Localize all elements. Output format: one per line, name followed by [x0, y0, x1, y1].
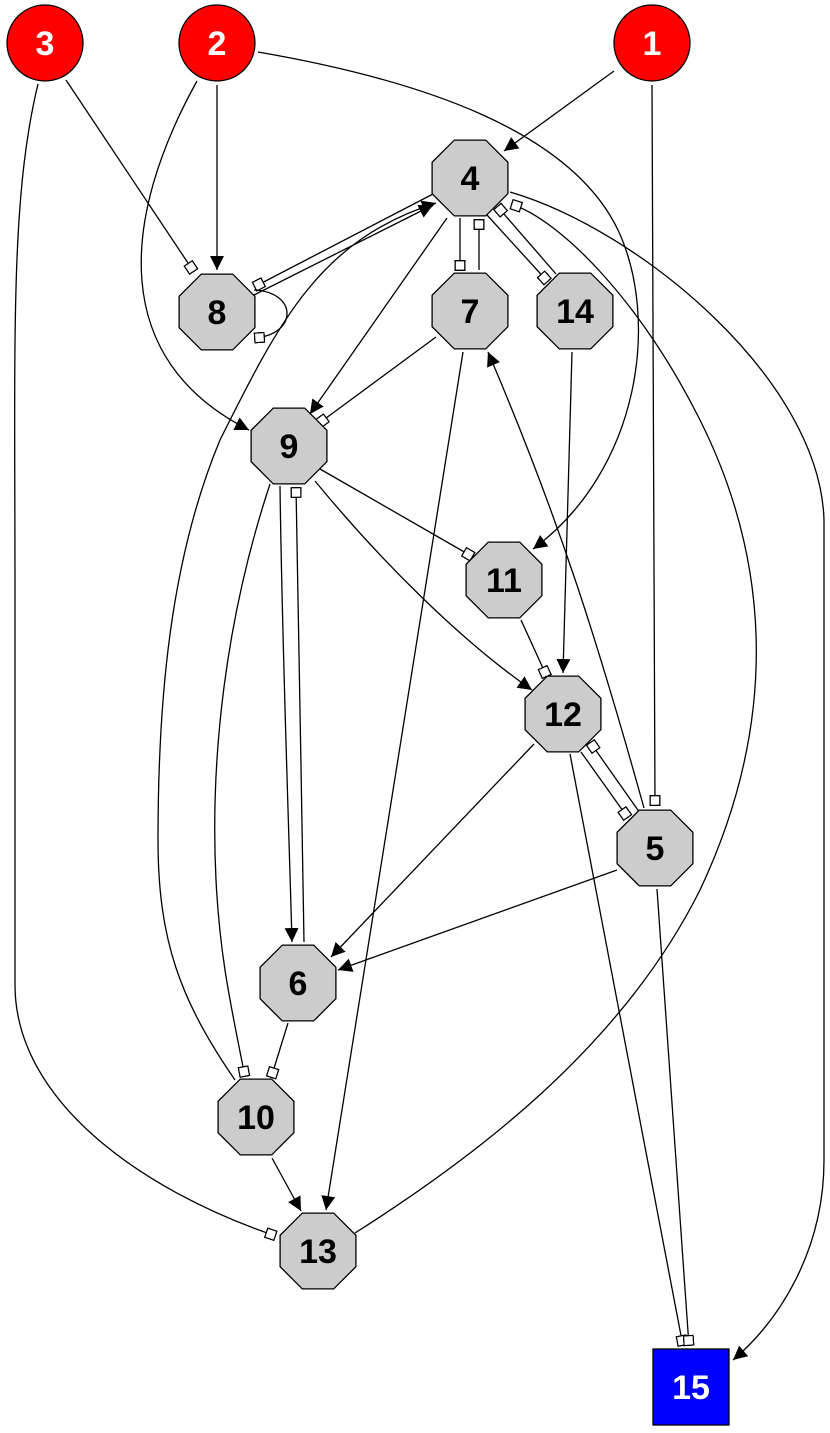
- edge-3-to-13: [14, 83, 278, 1242]
- edge-4-to-8: [251, 193, 434, 292]
- node-label-14: 14: [556, 293, 594, 331]
- edge-14-to-4: [492, 202, 557, 275]
- node-8: 8: [178, 273, 256, 351]
- edge-7-to-9: [314, 336, 437, 429]
- inner-node-octagon: [616, 809, 694, 887]
- edge-1-to-5: [649, 84, 661, 807]
- edge-9-to-6: [279, 485, 299, 943]
- edge-12-to-6: [330, 743, 535, 958]
- edge-9-to-10: [214, 483, 271, 1079]
- inner-node-octagon: [217, 1078, 295, 1156]
- edge-7-to-13: [321, 351, 464, 1211]
- edge-5-to-12: [585, 738, 641, 814]
- node-13: 13: [279, 1212, 357, 1290]
- edges-layer: [14, 51, 825, 1361]
- node-4: 4: [431, 139, 509, 217]
- inner-node-octagon: [431, 139, 509, 217]
- edge-14-to-12: [556, 351, 573, 674]
- node-label-9: 9: [280, 428, 299, 466]
- node-14: 14: [536, 272, 614, 350]
- node-label-8: 8: [208, 294, 227, 332]
- node-7: 7: [431, 272, 509, 350]
- input-node-circle: [613, 4, 691, 82]
- output-node-square: [652, 1348, 730, 1426]
- node-label-15: 15: [672, 1369, 710, 1407]
- node-2: 2: [178, 4, 256, 82]
- edge-1-to-4: [503, 70, 615, 152]
- node-label-4: 4: [461, 160, 480, 198]
- node-5: 5: [616, 809, 694, 887]
- edge-9-to-11: [319, 468, 476, 562]
- edge-10-to-4: [157, 200, 437, 1081]
- node-10: 10: [217, 1078, 295, 1156]
- edge-8-to-4: [249, 204, 434, 298]
- input-node-circle: [178, 4, 256, 82]
- node-6: 6: [259, 944, 337, 1022]
- edge-2-to-11: [257, 51, 640, 550]
- node-label-3: 3: [36, 25, 55, 63]
- inner-node-octagon: [178, 273, 256, 351]
- node-label-6: 6: [289, 965, 308, 1003]
- node-label-1: 1: [643, 25, 662, 63]
- edge-4-to-14: [486, 214, 553, 286]
- inner-node-octagon: [465, 541, 543, 619]
- edge-9-to-12: [314, 480, 533, 691]
- edge-8-to-8: [253, 289, 288, 344]
- inner-node-octagon: [250, 407, 328, 485]
- inner-node-octagon: [431, 272, 509, 350]
- edge-3-to-8: [65, 79, 199, 276]
- inner-node-octagon: [279, 1212, 357, 1290]
- edge-11-to-12: [520, 619, 553, 680]
- node-label-13: 13: [299, 1233, 337, 1271]
- node-label-5: 5: [646, 830, 665, 868]
- node-3: 3: [6, 4, 84, 82]
- edge-4-to-9: [309, 217, 448, 415]
- edge-10-to-13: [271, 1157, 302, 1212]
- input-node-circle: [6, 4, 84, 82]
- node-12: 12: [524, 675, 602, 753]
- node-15: 15: [652, 1348, 730, 1426]
- edge-5-to-6: [337, 869, 618, 972]
- edge-13-to-4: [354, 198, 757, 1234]
- node-1: 1: [613, 4, 691, 82]
- node-label-2: 2: [208, 25, 227, 63]
- inner-node-octagon: [259, 944, 337, 1022]
- edge-12-to-5: [580, 751, 633, 822]
- edge-2-to-9: [140, 80, 250, 431]
- node-11: 11: [465, 541, 543, 619]
- inner-node-octagon: [536, 272, 614, 350]
- edge-6-to-10: [265, 1022, 289, 1080]
- edge-12-to-15: [569, 753, 689, 1348]
- edge-5-to-15: [656, 888, 695, 1347]
- node-label-10: 10: [237, 1099, 275, 1137]
- edge-6-to-9: [290, 486, 305, 943]
- edge-5-to-7: [487, 351, 645, 809]
- inner-node-octagon: [524, 675, 602, 753]
- node-9: 9: [250, 407, 328, 485]
- node-label-11: 11: [486, 562, 522, 600]
- node-label-12: 12: [544, 696, 582, 734]
- edge-4-to-15: [509, 191, 825, 1361]
- node-label-7: 7: [461, 293, 480, 331]
